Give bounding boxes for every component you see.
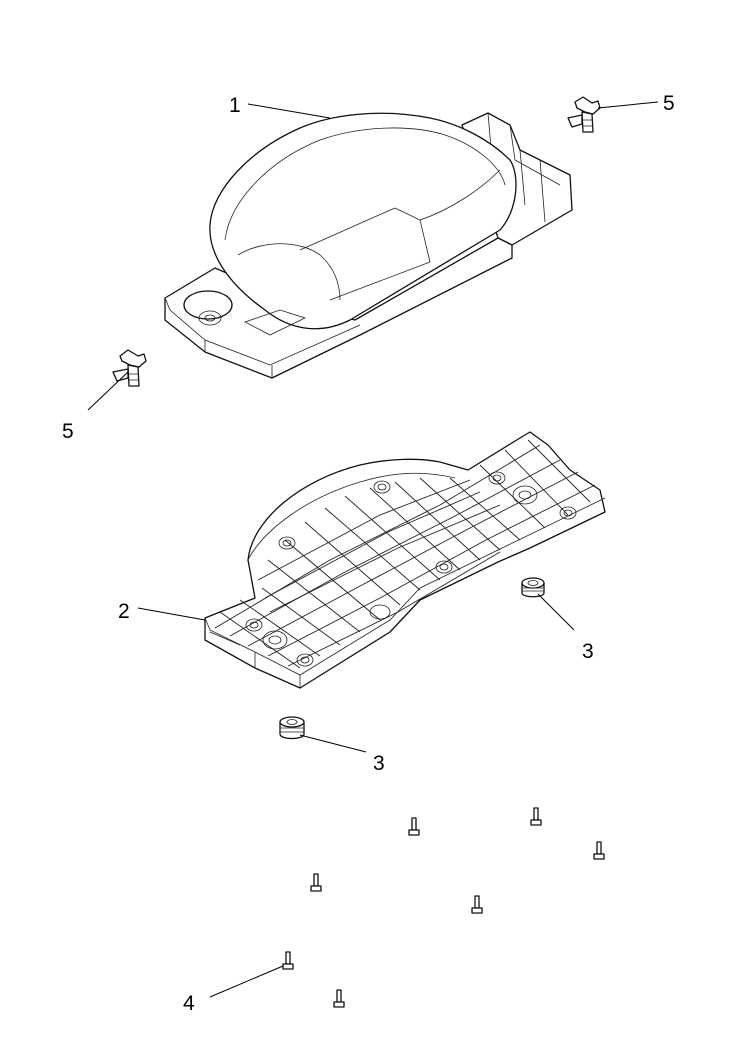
screw xyxy=(282,951,294,970)
screw xyxy=(530,807,542,826)
callout-5-upper: 5 xyxy=(663,92,675,115)
leader-line-5-upper xyxy=(597,101,659,109)
callout-1: 1 xyxy=(229,94,241,117)
leader-line-2 xyxy=(137,607,206,621)
callout-3-left: 3 xyxy=(373,752,385,775)
latch-part-lower xyxy=(112,349,147,387)
grid-base-plate-part xyxy=(204,431,606,689)
callout-5-lower: 5 xyxy=(62,420,74,443)
grommet-part-left xyxy=(279,716,305,740)
screw xyxy=(333,989,345,1008)
leader-line-4 xyxy=(209,965,284,998)
latch-part-upper xyxy=(567,96,601,133)
top-cover-part xyxy=(164,112,573,379)
callout-4: 4 xyxy=(183,992,195,1015)
leader-line-1 xyxy=(247,103,331,119)
leader-line-5-lower xyxy=(87,371,129,411)
screw xyxy=(593,841,605,860)
screw-parts xyxy=(282,807,605,1008)
leader-line-3-left xyxy=(299,734,367,753)
screw xyxy=(310,873,322,892)
callout-2: 2 xyxy=(118,600,130,623)
screw xyxy=(408,817,420,836)
leader-line-3-right xyxy=(537,593,575,631)
callout-3-right: 3 xyxy=(582,640,594,663)
grommet-part-right xyxy=(521,577,545,598)
screw xyxy=(471,895,483,914)
